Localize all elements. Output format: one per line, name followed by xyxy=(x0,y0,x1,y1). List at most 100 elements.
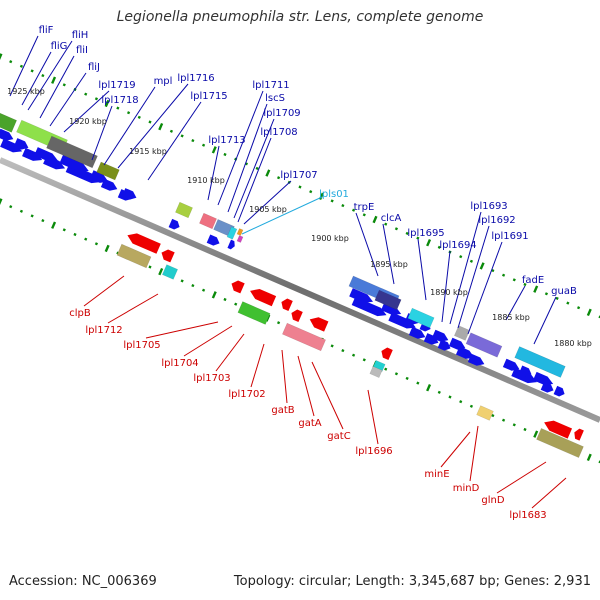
leader-line xyxy=(311,361,344,430)
gene-block xyxy=(453,325,471,341)
leader-line xyxy=(531,477,567,509)
outer-tick-track xyxy=(362,213,366,217)
tick-label: 1895 kbp xyxy=(370,260,408,269)
leader-line xyxy=(9,35,39,97)
leader-line xyxy=(145,321,219,339)
outer-tick-track xyxy=(512,278,516,282)
cds-forward-arrow xyxy=(448,337,466,350)
leader-line xyxy=(469,425,479,482)
gene-label: lpl1683 xyxy=(509,510,546,521)
cds-reverse-arrow xyxy=(231,280,245,294)
gene-label: lpl1691 xyxy=(491,231,528,242)
cds-forward-arrow xyxy=(168,218,180,230)
leader-line xyxy=(83,275,125,307)
outer-tick-track xyxy=(341,203,345,208)
outer-tick-track xyxy=(459,255,463,259)
map-title: Legionella pneumophila str. Lens, comple… xyxy=(116,9,484,25)
inner-tick-track xyxy=(351,353,356,357)
gene-label: lscS xyxy=(265,93,285,104)
outer-tick-track xyxy=(62,83,66,87)
inner-tick-track xyxy=(30,214,34,218)
leader-line xyxy=(382,223,395,285)
gene-label: guaB xyxy=(551,286,577,297)
inner-tick-track xyxy=(276,321,281,325)
gene-block xyxy=(96,161,120,181)
gene-label: gatB xyxy=(271,405,294,416)
gene-label: lpl1712 xyxy=(85,325,122,336)
leader-line xyxy=(227,103,268,213)
outer-tick-track xyxy=(148,120,152,124)
inner-tick-track xyxy=(51,221,57,229)
gene-label: fadE xyxy=(522,275,544,286)
inner-tick-track xyxy=(523,427,527,432)
cds-forward-arrow xyxy=(0,128,14,141)
gene-block xyxy=(282,322,326,352)
leader-line xyxy=(367,389,379,445)
outer-tick-track xyxy=(437,245,441,249)
gene-block xyxy=(514,346,566,378)
inner-tick-track xyxy=(73,232,77,237)
cds-forward-arrow xyxy=(121,188,137,200)
leader-line xyxy=(281,349,288,404)
leader-line xyxy=(441,250,451,323)
leader-line xyxy=(183,325,233,357)
gene-label: clpB xyxy=(69,308,91,319)
leader-line xyxy=(505,285,526,321)
inner-tick-track xyxy=(491,413,495,418)
inner-tick-track xyxy=(330,344,334,348)
outer-tick-track xyxy=(426,239,432,247)
inner-tick-track xyxy=(148,265,152,269)
gene-label: lpl1704 xyxy=(161,358,198,369)
outer-tick-track xyxy=(544,292,549,296)
gene-label: trpE xyxy=(354,202,375,213)
inner-tick-track xyxy=(533,430,539,438)
leader-line xyxy=(241,196,323,235)
leader-line xyxy=(103,86,156,166)
cds-reverse-arrow xyxy=(161,249,175,263)
gene-block xyxy=(407,307,435,329)
tick-label: 1885 kbp xyxy=(492,313,530,322)
cds-forward-arrow xyxy=(22,147,43,161)
leader-line xyxy=(217,90,264,206)
gene-label: lpl1693 xyxy=(470,201,507,212)
cds-forward-arrow xyxy=(89,170,109,183)
gene-label: gatC xyxy=(327,431,350,442)
gene-block xyxy=(199,212,217,230)
outer-tick-track xyxy=(84,92,88,96)
gene-label: lpl1694 xyxy=(439,240,476,251)
cds-forward-arrow xyxy=(408,326,426,339)
leader-line xyxy=(533,296,557,345)
cds-forward-arrow xyxy=(467,353,485,366)
gene-label: minD xyxy=(453,483,480,494)
gene-label: lpl1702 xyxy=(228,389,265,400)
gene-label: lpl1719 xyxy=(98,80,135,91)
cds-forward-arrow xyxy=(13,138,29,150)
leader-line xyxy=(117,83,189,169)
cds-reverse-arrow xyxy=(127,233,161,254)
leader-line xyxy=(250,343,265,388)
gene-label: lpl1707 xyxy=(280,170,317,181)
cds-forward-arrow xyxy=(227,239,235,250)
gene-label: lpl1713 xyxy=(208,135,245,146)
leader-line xyxy=(39,55,75,119)
inner-tick-track xyxy=(223,297,227,302)
inner-tick-track xyxy=(62,228,66,232)
outer-tick-track xyxy=(30,69,34,73)
outer-tick-track xyxy=(223,152,227,157)
inner-tick-track xyxy=(104,244,110,253)
leader-line xyxy=(107,293,159,324)
outer-tick-track xyxy=(137,115,141,119)
cds-reverse-arrow xyxy=(250,288,277,307)
inner-tick-track xyxy=(459,400,463,404)
leader-line xyxy=(467,241,503,335)
cds-forward-arrow xyxy=(206,234,220,246)
gene-label: lpl1709 xyxy=(263,108,300,119)
leader-line xyxy=(233,118,275,219)
leader-line xyxy=(417,238,427,301)
inner-tick-track xyxy=(469,404,474,408)
cds-forward-arrow xyxy=(518,365,532,377)
outer-tick-track xyxy=(501,273,506,277)
cds-reverse-arrow xyxy=(544,420,573,439)
gene-block xyxy=(374,289,402,311)
outer-tick-track xyxy=(405,231,409,236)
